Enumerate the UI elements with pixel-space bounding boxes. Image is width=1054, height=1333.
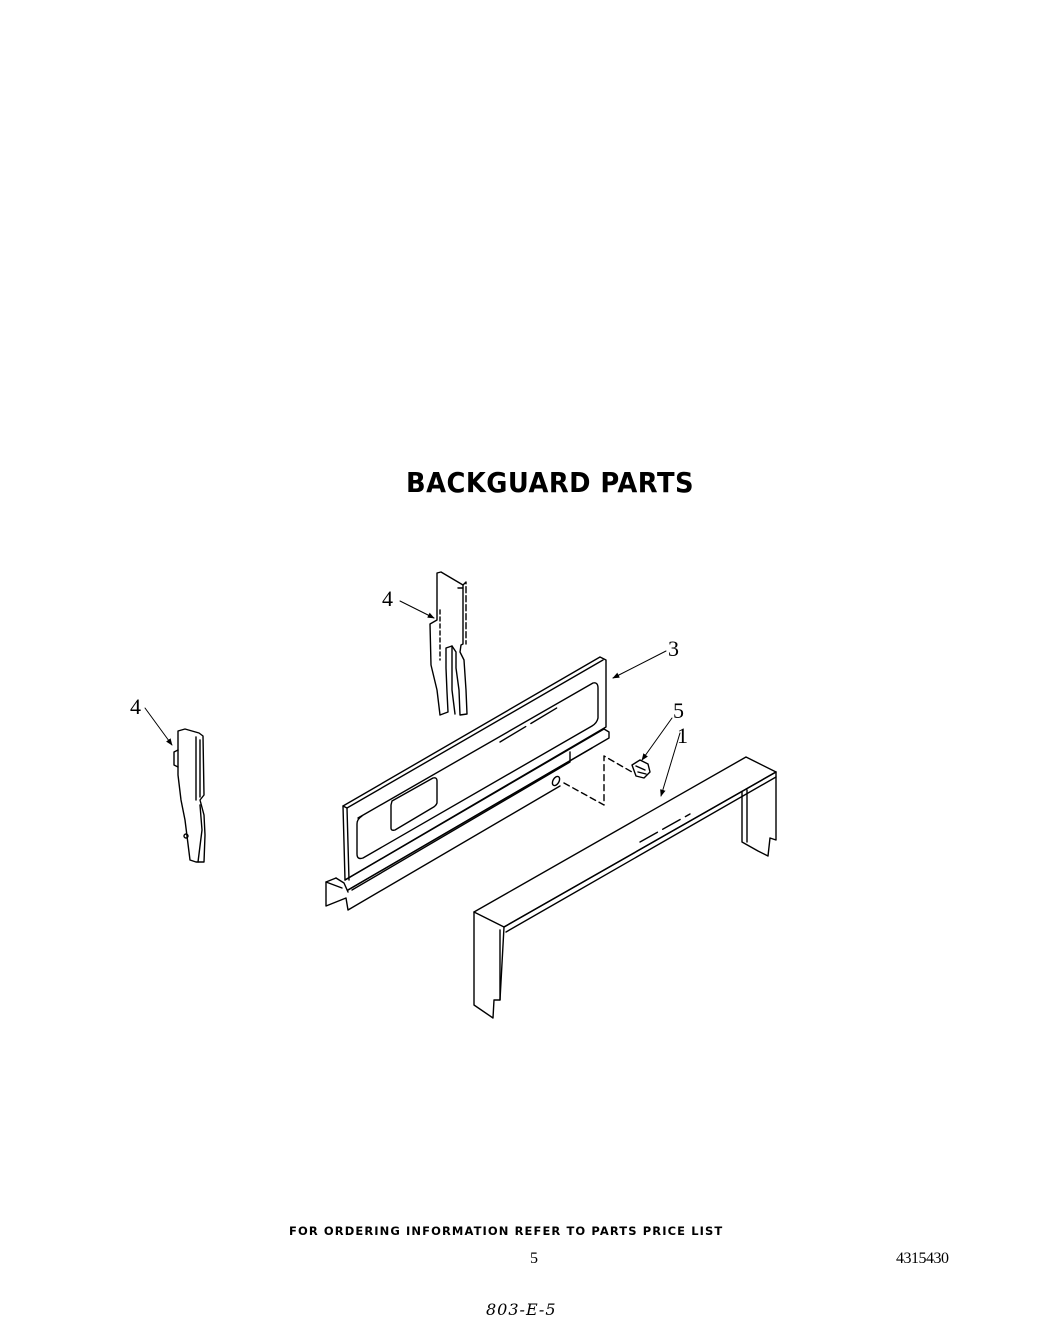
callout-5: 5 <box>673 698 684 723</box>
backguard-panel-part <box>325 656 610 911</box>
ordering-info-note: FOR ORDERING INFORMATION REFER TO PARTS … <box>289 1224 724 1238</box>
leader-lines <box>144 600 681 797</box>
page-title: BACKGUARD PARTS <box>406 466 694 499</box>
callout-4-upper: 4 <box>382 586 393 611</box>
callout-4-left: 4 <box>130 694 141 719</box>
callout-1: 1 <box>677 723 688 748</box>
document-number: 4315430 <box>896 1250 949 1267</box>
clip-part <box>631 759 651 779</box>
page-number: 5 <box>530 1250 538 1267</box>
base-frame-part <box>473 756 777 1019</box>
bracket-left-part <box>173 728 206 863</box>
assembly-guide-line <box>563 755 633 806</box>
bracket-upper-part <box>429 571 468 716</box>
handwritten-reference: 803-E-5 <box>486 1300 557 1319</box>
callout-3: 3 <box>668 636 679 661</box>
